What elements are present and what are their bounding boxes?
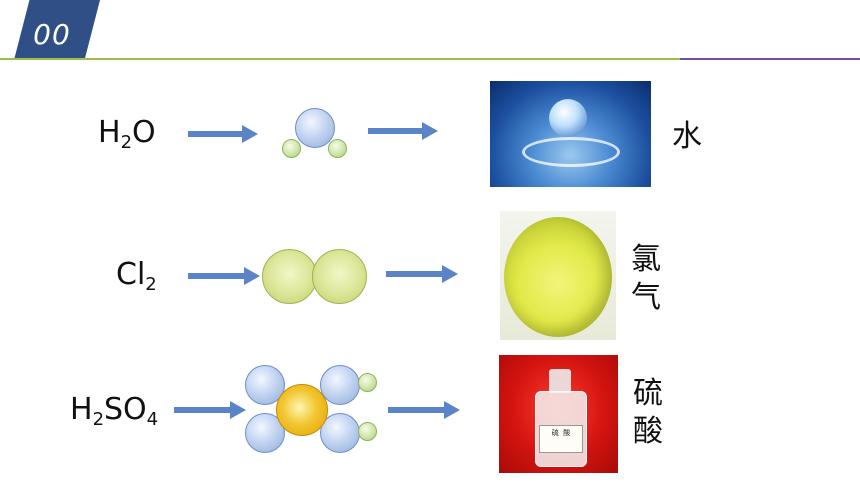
bottle-label: 硫 酸 [539,425,583,453]
hydrogen-atom [328,139,347,158]
formula-sulfuric-acid: H2SO4 [70,392,159,430]
hydrogen-atom [358,422,377,441]
hydrogen-atom [358,373,377,392]
sulfuric-acid-molecule-model [245,365,380,453]
hydrogen-atom [282,139,301,158]
arrow-right-icon [388,401,460,419]
header-rule-accent [680,58,860,60]
oxygen-atom [320,365,360,405]
chlorine-molecule-model [262,249,368,305]
name-chlorine: 氯 气 [631,242,661,315]
sulfur-atom [276,384,328,436]
header-rule [0,58,860,60]
water-droplet-photo [490,81,651,187]
chlorine-atom [312,249,367,304]
arrow-right-icon [188,125,258,143]
name-sulfuric-acid: 硫 酸 [633,376,663,449]
water-molecule-model [282,108,348,160]
formula-chlorine: Cl2 [116,257,157,295]
chlorine-flask-photo [500,211,616,340]
arrow-right-icon [368,122,438,140]
chlorine-atom [262,249,317,304]
arrow-right-icon [188,267,260,285]
slide-number-badge [14,0,100,60]
slide-number: 00 [33,18,71,51]
sulfuric-acid-bottle-photo: 硫 酸 [499,355,618,473]
oxygen-atom [295,108,335,148]
arrow-right-icon [174,401,246,419]
name-water: 水 [672,119,702,154]
arrow-right-icon [386,265,458,283]
formula-water: H2O [98,115,156,153]
